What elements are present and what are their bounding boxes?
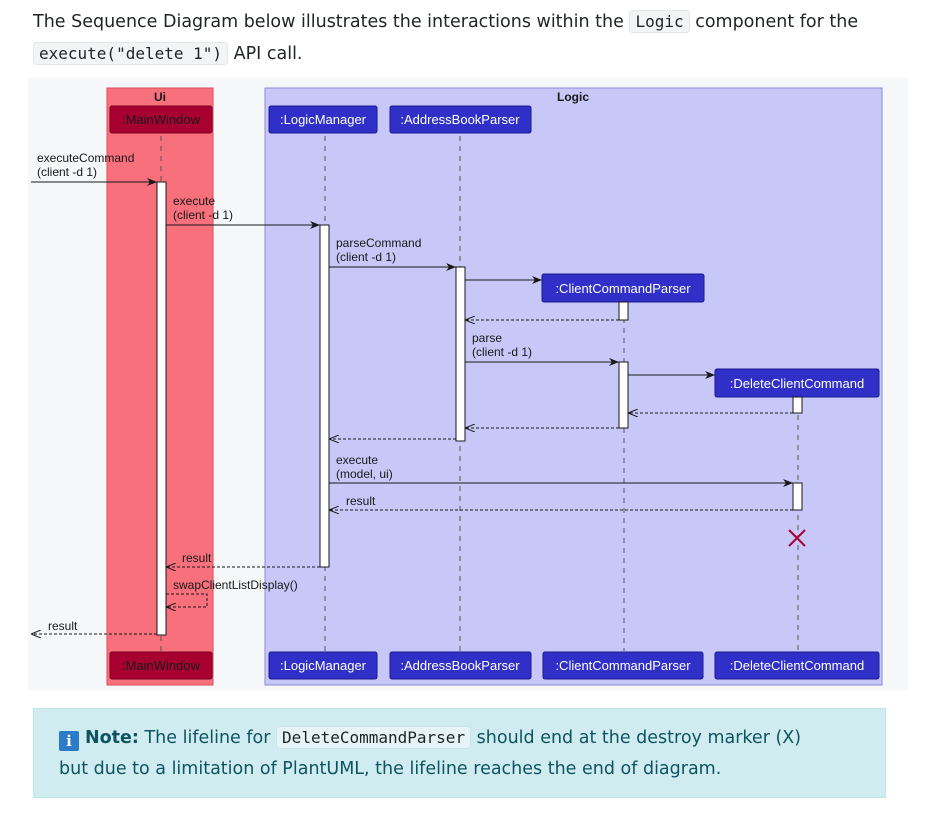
label-execute-model-1: execute xyxy=(336,453,378,467)
note-line-2: but due to a limitation of PlantUML, the… xyxy=(59,759,722,779)
participant-main-window-bottom xyxy=(109,651,213,680)
activation-client-command-parser-2 xyxy=(618,361,629,429)
label-result-logic: result xyxy=(346,494,376,508)
participant-main-window-top-label: :MainWindow xyxy=(122,112,201,127)
logic-group-title: Logic xyxy=(557,90,589,104)
ui-group-title: Ui xyxy=(154,90,166,104)
activation-logic-manager xyxy=(319,224,330,568)
participant-client-command-parser-bottom xyxy=(542,651,704,680)
label-result-out: result xyxy=(48,619,78,633)
note-label: Note: xyxy=(85,728,139,748)
note-line-1: i Note: The lifeline for DeleteCommandPar… xyxy=(59,722,865,754)
sequence-diagram: Ui Logic :MainWindow :LogicManager :Addr… xyxy=(31,87,883,686)
intro-text-2: component for the xyxy=(695,12,859,32)
note-text-2: should end at the destroy marker (X) xyxy=(476,728,802,748)
activation-client-command-parser-1 xyxy=(618,301,629,321)
participant-logic-manager-bottom xyxy=(268,651,378,680)
label-swap-client-list-display: swapClientListDisplay() xyxy=(173,578,298,592)
note-text-1: The lifeline for xyxy=(144,728,271,748)
activation-delete-client-command-2 xyxy=(792,482,803,511)
info-icon: i xyxy=(59,731,79,751)
activation-delete-client-command-1 xyxy=(792,396,803,414)
participant-delete-client-command-top-label: :DeleteClientCommand xyxy=(730,376,864,391)
message-swap-self-call xyxy=(166,593,208,607)
activation-main-window xyxy=(156,181,167,636)
intro-paragraph: The Sequence Diagram below illustrates t… xyxy=(33,6,903,70)
participant-logic-manager-top-label: :LogicManager xyxy=(280,112,367,127)
label-execute-model-2: (model, ui) xyxy=(336,467,393,481)
label-execute-1: execute xyxy=(173,194,215,208)
label-parse-1: parse xyxy=(472,331,502,345)
participant-address-book-parser-top-label: :AddressBookParser xyxy=(400,112,520,127)
note-callout: i Note: The lifeline for DeleteCommandPar… xyxy=(33,708,886,798)
participant-main-window-top xyxy=(109,105,213,134)
label-parse-command-1: parseCommand xyxy=(336,236,421,250)
participant-delete-client-command-bottom-label: :DeleteClientCommand xyxy=(730,658,864,673)
note-code: DeleteCommandParser xyxy=(276,726,472,749)
intro-code-logic: Logic xyxy=(629,10,690,33)
label-parse-command-2: (client -d 1) xyxy=(336,250,396,264)
intro-code-execute: execute("delete 1") xyxy=(33,42,229,65)
intro-text-1: The Sequence Diagram below illustrates t… xyxy=(33,12,624,32)
participant-logic-manager-bottom-label: :LogicManager xyxy=(280,658,367,673)
participant-address-book-parser-bottom xyxy=(389,651,532,680)
label-execute-command-2: (client -d 1) xyxy=(37,165,97,179)
participant-client-command-parser-top-label: :ClientCommandParser xyxy=(555,281,691,296)
label-result-ui: result xyxy=(182,551,212,565)
participant-delete-client-command-bottom xyxy=(714,651,880,680)
destroy-x-icon xyxy=(788,529,806,547)
label-parse-2: (client -d 1) xyxy=(472,345,532,359)
participant-client-command-parser-bottom-label: :ClientCommandParser xyxy=(555,658,691,673)
participant-main-window-bottom-label: :MainWindow xyxy=(122,658,201,673)
activation-address-book-parser xyxy=(455,266,466,442)
participant-address-book-parser-top xyxy=(389,105,532,134)
intro-text-3: API call. xyxy=(233,44,303,64)
label-execute-2: (client -d 1) xyxy=(173,208,233,222)
participant-address-book-parser-bottom-label: :AddressBookParser xyxy=(400,658,520,673)
label-execute-command-1: executeCommand xyxy=(37,151,134,165)
participant-logic-manager-top xyxy=(268,105,378,134)
